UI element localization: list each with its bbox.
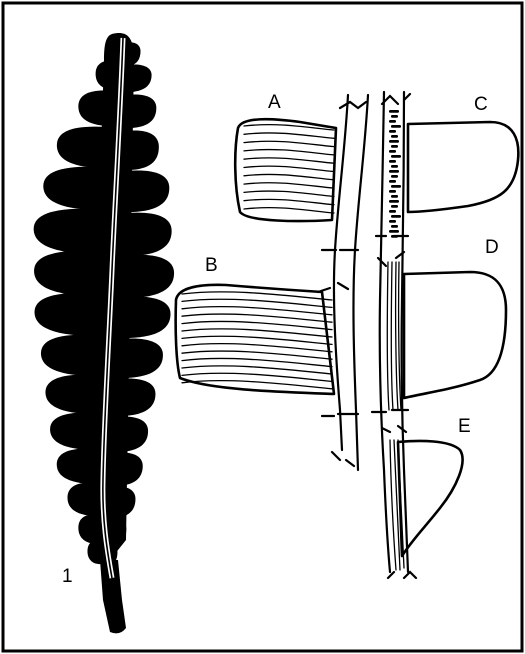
- rachis-dot: [389, 170, 399, 173]
- label-frond-number: 1: [62, 566, 73, 587]
- label-a: A: [268, 92, 281, 113]
- rachis-dot: [391, 185, 401, 188]
- rachis-dot: [389, 130, 396, 133]
- rachis-dot: [389, 190, 396, 193]
- rachis-dot: [391, 155, 401, 158]
- rachis-dot: [391, 115, 398, 118]
- label-b: B: [205, 255, 218, 276]
- rachis-dot: [391, 165, 398, 168]
- label-c: C: [474, 94, 488, 115]
- rachis-dot: [391, 225, 398, 228]
- rachis-dot: [389, 160, 396, 163]
- rachis-dot: [389, 110, 399, 113]
- rachis-dot: [389, 140, 399, 143]
- rachis-dot: [391, 125, 401, 128]
- rachis-dot: [389, 120, 396, 123]
- rachis-dot: [391, 135, 398, 138]
- rachis-dot: [389, 200, 399, 203]
- rachis-dot: [389, 210, 396, 213]
- rachis-dot: [389, 230, 399, 233]
- rachis-dot: [389, 150, 396, 153]
- label-e: E: [458, 416, 471, 437]
- pinna-b: [176, 285, 334, 394]
- rachis-dot: [391, 195, 398, 198]
- rachis-dot: [391, 145, 398, 148]
- label-d: D: [485, 237, 499, 258]
- rachis-dot: [391, 205, 398, 208]
- rachis-dot: [391, 215, 401, 218]
- rachis-dot: [389, 180, 396, 183]
- rachis-dot: [389, 220, 396, 223]
- rachis-dot: [391, 175, 398, 178]
